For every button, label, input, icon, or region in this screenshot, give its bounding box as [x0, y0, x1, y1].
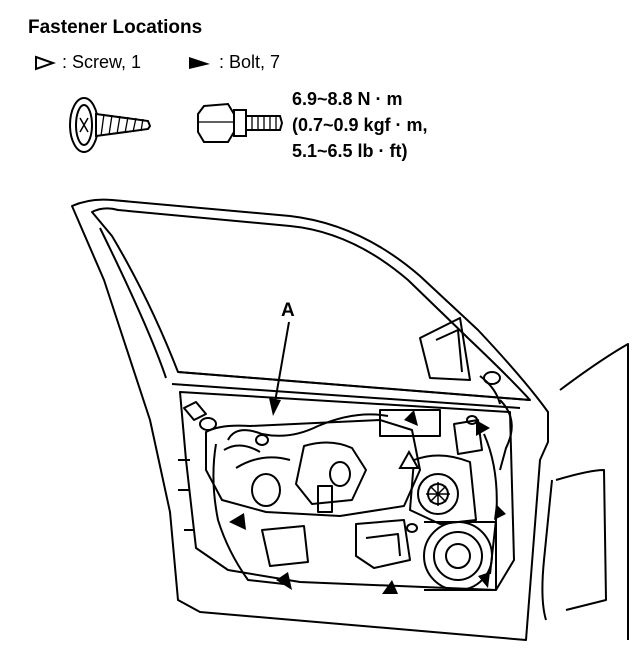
- bolt-marker-2: [276, 572, 292, 590]
- callout-a-label: A: [281, 300, 295, 321]
- window-opening: [91, 207, 531, 401]
- door-outer-frame: [71, 198, 549, 641]
- filled-triangle-icon: [189, 56, 211, 69]
- bolt-marker-5: [494, 504, 506, 520]
- bolt-legend-item: : Bolt, 7: [187, 52, 280, 73]
- screw-legend-label: : Screw, 1: [62, 52, 142, 72]
- window-motor: [379, 409, 441, 437]
- fastener-illustrations: [69, 97, 284, 153]
- bolt-illustration: [197, 102, 284, 143]
- bolt-marker-7: [404, 410, 418, 426]
- torque-kgfm: (0.7~0.9 kgf · m,: [292, 115, 428, 135]
- screw-marker: [398, 449, 420, 469]
- bolt-markers: [229, 410, 506, 594]
- torque-lbft: 5.1~6.5 lb · ft): [292, 141, 408, 161]
- page-title: Fastener Locations: [28, 17, 203, 38]
- regulator-module: [205, 419, 421, 517]
- fastener-legend: : Screw, 1 : Bolt, 7: [34, 52, 280, 73]
- screw-legend-item: : Screw, 1: [34, 52, 141, 73]
- bolt-marker-6: [476, 420, 490, 436]
- bolt-marker-3: [382, 580, 398, 594]
- screw-illustration: [69, 97, 152, 153]
- torque-specification: 6.9~8.8 N · m (0.7~0.9 kgf · m, 5.1~6.5 …: [292, 86, 428, 164]
- bolt-marker-4: [478, 572, 490, 588]
- callout-a-arrow: [269, 321, 290, 416]
- mirror-mount: [419, 317, 471, 381]
- wire-harness: [212, 443, 285, 585]
- open-triangle-icon: [35, 55, 56, 70]
- bolt-marker-1: [229, 513, 246, 530]
- torque-nm: 6.9~8.8 N · m: [292, 89, 403, 109]
- bolt-legend-label: : Bolt, 7: [219, 52, 281, 72]
